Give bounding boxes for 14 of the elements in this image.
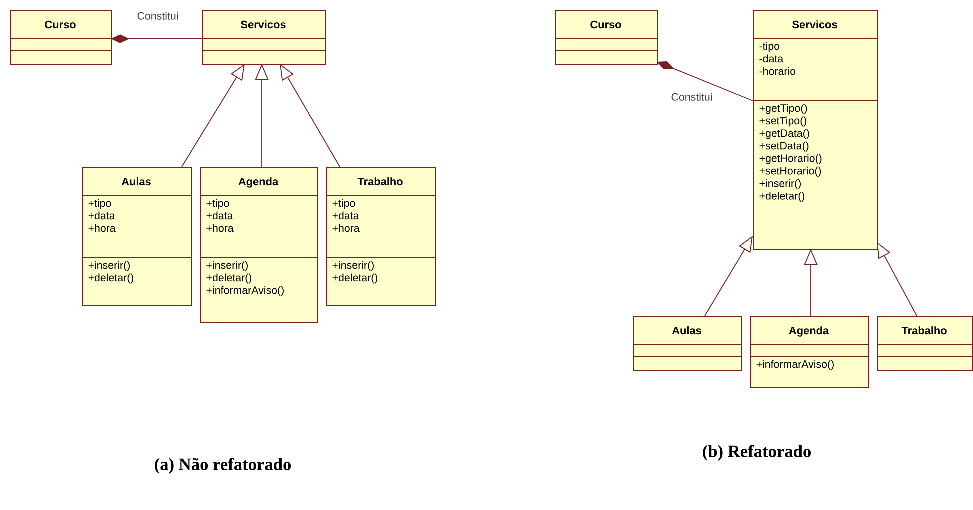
caption: (a) Não refatorado: [155, 458, 292, 474]
class-box: Curso: [555, 10, 658, 66]
edge-label: Constitui: [670, 92, 714, 102]
class-box: Trabalho: [877, 316, 973, 372]
class-box: Aulas: [633, 316, 742, 372]
class-box: Curso: [10, 10, 112, 66]
class-box: Agenda +informarAviso(): [750, 316, 870, 388]
class-box: Trabalho +tipo +data +hora +inserir() +deletar(): [326, 167, 436, 306]
class-box: Aulas +tipo +data +hora +inserir() +deletar(): [82, 167, 192, 306]
caption: (b) Refatorado: [703, 445, 811, 461]
class-box: Servicos -tipo -data -horario +getTipo() +setTipo() +getData() +setData() +getHorario() +setHorario() +inserir() +deletar(): [753, 10, 878, 250]
edge-label: Constitui: [136, 10, 180, 22]
class-box: Agenda +tipo +data +hora +inserir() +deletar() +informarAviso(): [200, 167, 318, 324]
class-box: Servicos: [202, 10, 326, 66]
